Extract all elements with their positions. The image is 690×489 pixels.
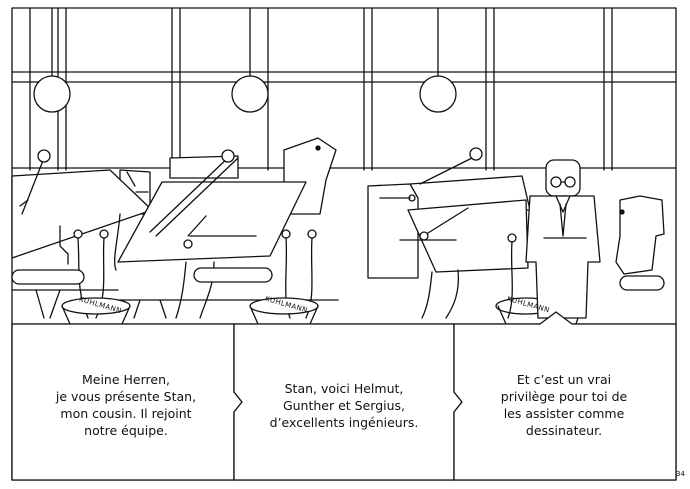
caption-2: Stan, voici Helmut, Gunther et Sergius, … [269,380,419,430]
windows [11,7,677,171]
caption-3: Et c’est un vrai privilège pour toi de l… [500,372,628,438]
ceiling-lamps [33,7,457,113]
caption-1: Meine Herren, je vous présente Stan, mon… [55,372,197,438]
drafting-table-right [367,147,531,319]
page-number: 34 [676,470,685,478]
caption-boxes [11,311,677,481]
profile-person [615,195,665,291]
standing-man [525,159,601,325]
drafting-table-center [117,137,339,319]
